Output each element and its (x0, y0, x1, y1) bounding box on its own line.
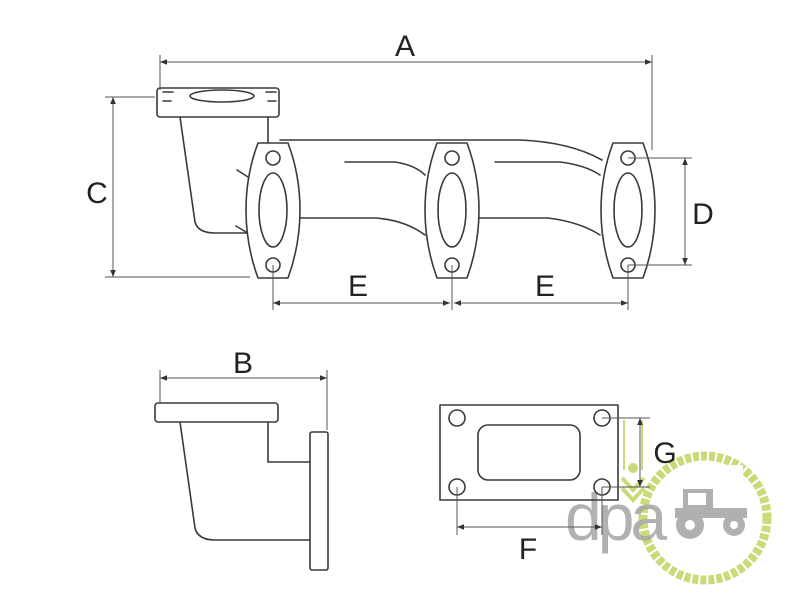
dimension-label-c: C (86, 177, 108, 210)
logo-text: dpa (565, 480, 667, 554)
manifold-side-view (154, 370, 329, 571)
dimension-label-e1: E (348, 270, 368, 303)
flange-3 (600, 142, 656, 279)
dimension-label-g: G (653, 437, 676, 470)
dimension-label-f: F (519, 533, 537, 566)
dimension-label-e2: E (535, 270, 555, 303)
dimension-label-a: A (395, 30, 415, 63)
dimension-lines-top (105, 55, 692, 310)
flange-2 (424, 142, 480, 279)
tractor-icon (675, 489, 747, 539)
flange-1 (245, 142, 301, 279)
logo-gear-ring (638, 451, 772, 585)
outlet-flange-view (439, 404, 650, 535)
dimension-label-b: B (233, 347, 253, 380)
manifold-front-view (156, 87, 656, 279)
dimension-label-d: D (692, 198, 714, 231)
